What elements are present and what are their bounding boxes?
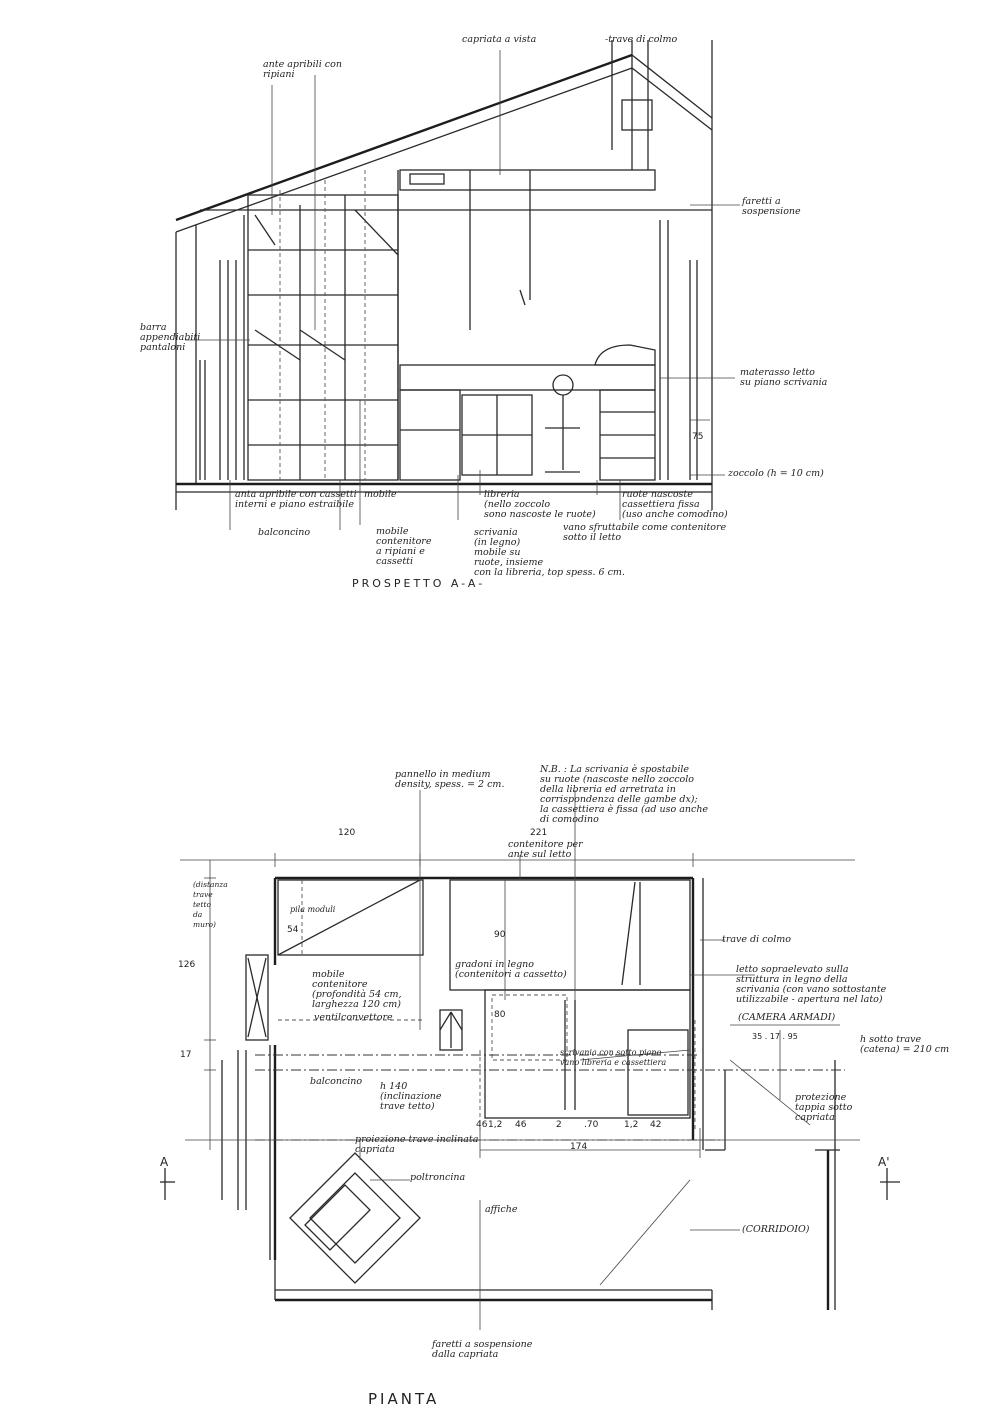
label-affiche: affiche [485,1204,518,1215]
dim-stack: 35 . 17 . 95 [752,1032,798,1041]
label-barra: barra appendiabiti pantaloni [140,322,201,353]
dim-1-2a: 1,2 [488,1120,503,1130]
label-h-sotto-trave: h sotto trave (catena) = 210 cm [860,1034,950,1055]
label-pila: pila moduli [290,905,336,914]
elevation-loft-bed [399,169,698,481]
label-mobile-contenitore-elev: mobile contenitore a ripiani e cassetti [376,526,432,567]
label-trave-colmo-elev: -trave di colmo [605,34,678,45]
label-ventilconvettore: ventilconvettore [314,1012,393,1023]
dim-221: 221 [530,828,548,838]
elevation-leaders [185,50,740,530]
label-poltroncina: poltroncina [410,1172,466,1183]
label-vano: vano sfruttabile come contenitore sotto … [563,522,727,543]
dim-17: 17 [180,1050,192,1060]
dim-46a: 46 [476,1120,488,1130]
dim-80: 80 [494,1010,506,1020]
plan-armchair [289,1152,421,1284]
dim-54: 54 [287,925,299,935]
dim-174: 174 [570,1142,588,1152]
plan-section-markers [160,1168,900,1200]
label-balconcino-plan: balconcino [310,1076,363,1087]
label-capriata: capriata a vista [462,34,537,45]
label-ruote: ruote nascoste cassettiera fissa (uso an… [622,489,728,520]
plan-leaders [359,790,840,1330]
elevation-title: PROSPETTO A-A- [352,577,486,590]
label-libreria: libreria (nello zoccolo sono nascoste le… [484,489,596,520]
plan-title: PIANTA [368,1390,440,1408]
dim-75: 75 [692,432,704,442]
plan-walls [269,876,840,1310]
dim-90: 90 [494,930,506,940]
label-ante-ripiani: ante apribili con ripiani [263,59,342,80]
plan-dimension-lines [180,853,860,1158]
label-pannello: pannello in medium density, spess. = 2 c… [395,769,505,790]
elevation-roof [175,40,713,510]
elevation-walls [175,215,712,510]
plan-bed-desk [439,879,691,1119]
label-materasso: materasso letto su piano scrivania [740,367,828,388]
plan-balcony-door [221,954,269,1210]
label-trave-colmo-plan: trave di colmo [722,934,791,945]
label-mobile: mobile [364,489,397,500]
section-a-left: A [160,1155,169,1169]
label-inclinazione: h 140 (inclinazione trave tetto) [380,1081,442,1112]
dim-42: 42 [650,1120,662,1130]
dim-70: .70 [584,1120,599,1130]
dim-1-2b: 1,2 [624,1120,639,1130]
label-scrivania: scrivania (in legno) mobile su ruote, in… [474,527,625,578]
section-a-right: A' [878,1155,890,1169]
dim-2: 2 [556,1120,562,1130]
dim-46b: 46 [515,1120,527,1130]
label-nb: N.B. : La scrivania è spostabile su ruot… [540,764,709,825]
elevation-wardrobe [247,170,399,481]
label-anta-cassetti: anta apribile con cassetti interni e pia… [235,489,357,510]
label-mobile-contenitore-plan: mobile contenitore (profondità 54 cm, la… [312,969,402,1010]
label-zoccolo: zoccolo (h = 10 cm) [728,468,824,479]
label-camera-armadi: (CAMERA ARMADI) [738,1012,836,1023]
label-letto: letto sopraelevato sulla struttura in le… [736,964,887,1005]
dim-120: 120 [338,828,356,838]
label-faretti-plan: faretti a sospensione dalla capriata [432,1339,533,1360]
label-distanza: (distanza trave tetto da muro) [193,880,228,929]
label-balconcino-elev: balconcino [258,527,311,538]
plan-cabinet [277,879,424,1021]
label-gradoni: gradoni in legno (contenitori a cassetto… [455,959,567,980]
label-scrivania-note: scrivania con sotto piano vano libreria … [560,1048,667,1067]
label-protezione: protezione tappia sotto capriata [795,1092,853,1123]
label-corridoio: (CORRIDOIO) [742,1224,810,1235]
label-faretti-elev: faretti a sospensione [742,196,801,217]
label-contenitore-letto: contenitore per ante sul letto [508,839,583,860]
dim-126: 126 [178,960,196,970]
label-proiezione: proiezione trave inclinata capriata [355,1134,479,1155]
